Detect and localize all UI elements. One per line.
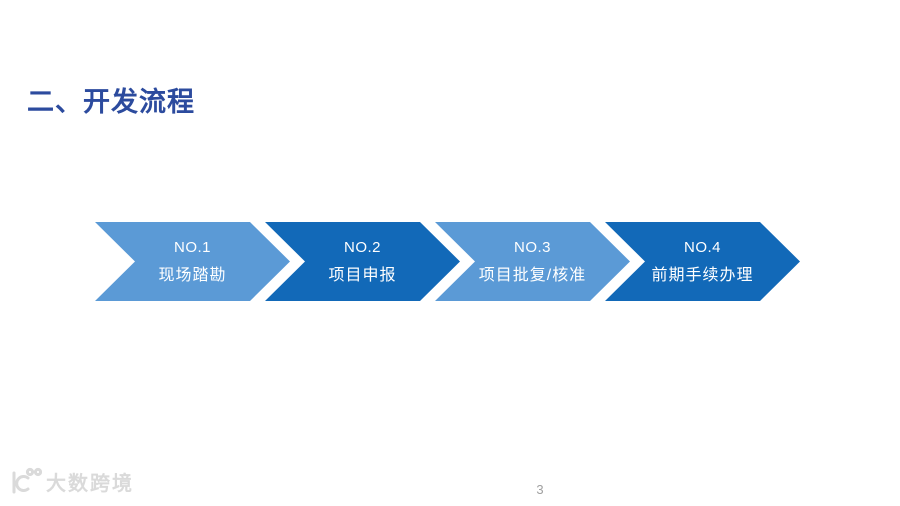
- process-step-2: NO.2 项目申报: [265, 222, 460, 301]
- process-step-1: NO.1 现场踏勘: [95, 222, 290, 301]
- process-step-4: NO.4 前期手续办理: [605, 222, 800, 301]
- process-flow: NO.1 现场踏勘 NO.2 项目申报 NO.3 项目批复/核准 NO.4 前期…: [0, 222, 900, 301]
- brand-watermark-text: 大数跨境: [46, 472, 134, 495]
- k100-logo-icon: [10, 466, 42, 496]
- step-number: NO.1: [173, 238, 211, 256]
- step-number: NO.3: [513, 238, 551, 256]
- step-label: 项目批复/核准: [478, 266, 587, 284]
- slide-title: 二、开发流程: [27, 87, 195, 117]
- step-label: 现场踏勘: [158, 266, 227, 284]
- step-number: NO.4: [683, 238, 721, 256]
- process-step-3: NO.3 项目批复/核准: [435, 222, 630, 301]
- step-label: 项目申报: [328, 266, 397, 284]
- step-number: NO.2: [343, 238, 381, 256]
- step-label: 前期手续办理: [651, 266, 754, 284]
- page-number: 3: [536, 482, 544, 497]
- brand-watermark: 大数跨境: [10, 466, 134, 496]
